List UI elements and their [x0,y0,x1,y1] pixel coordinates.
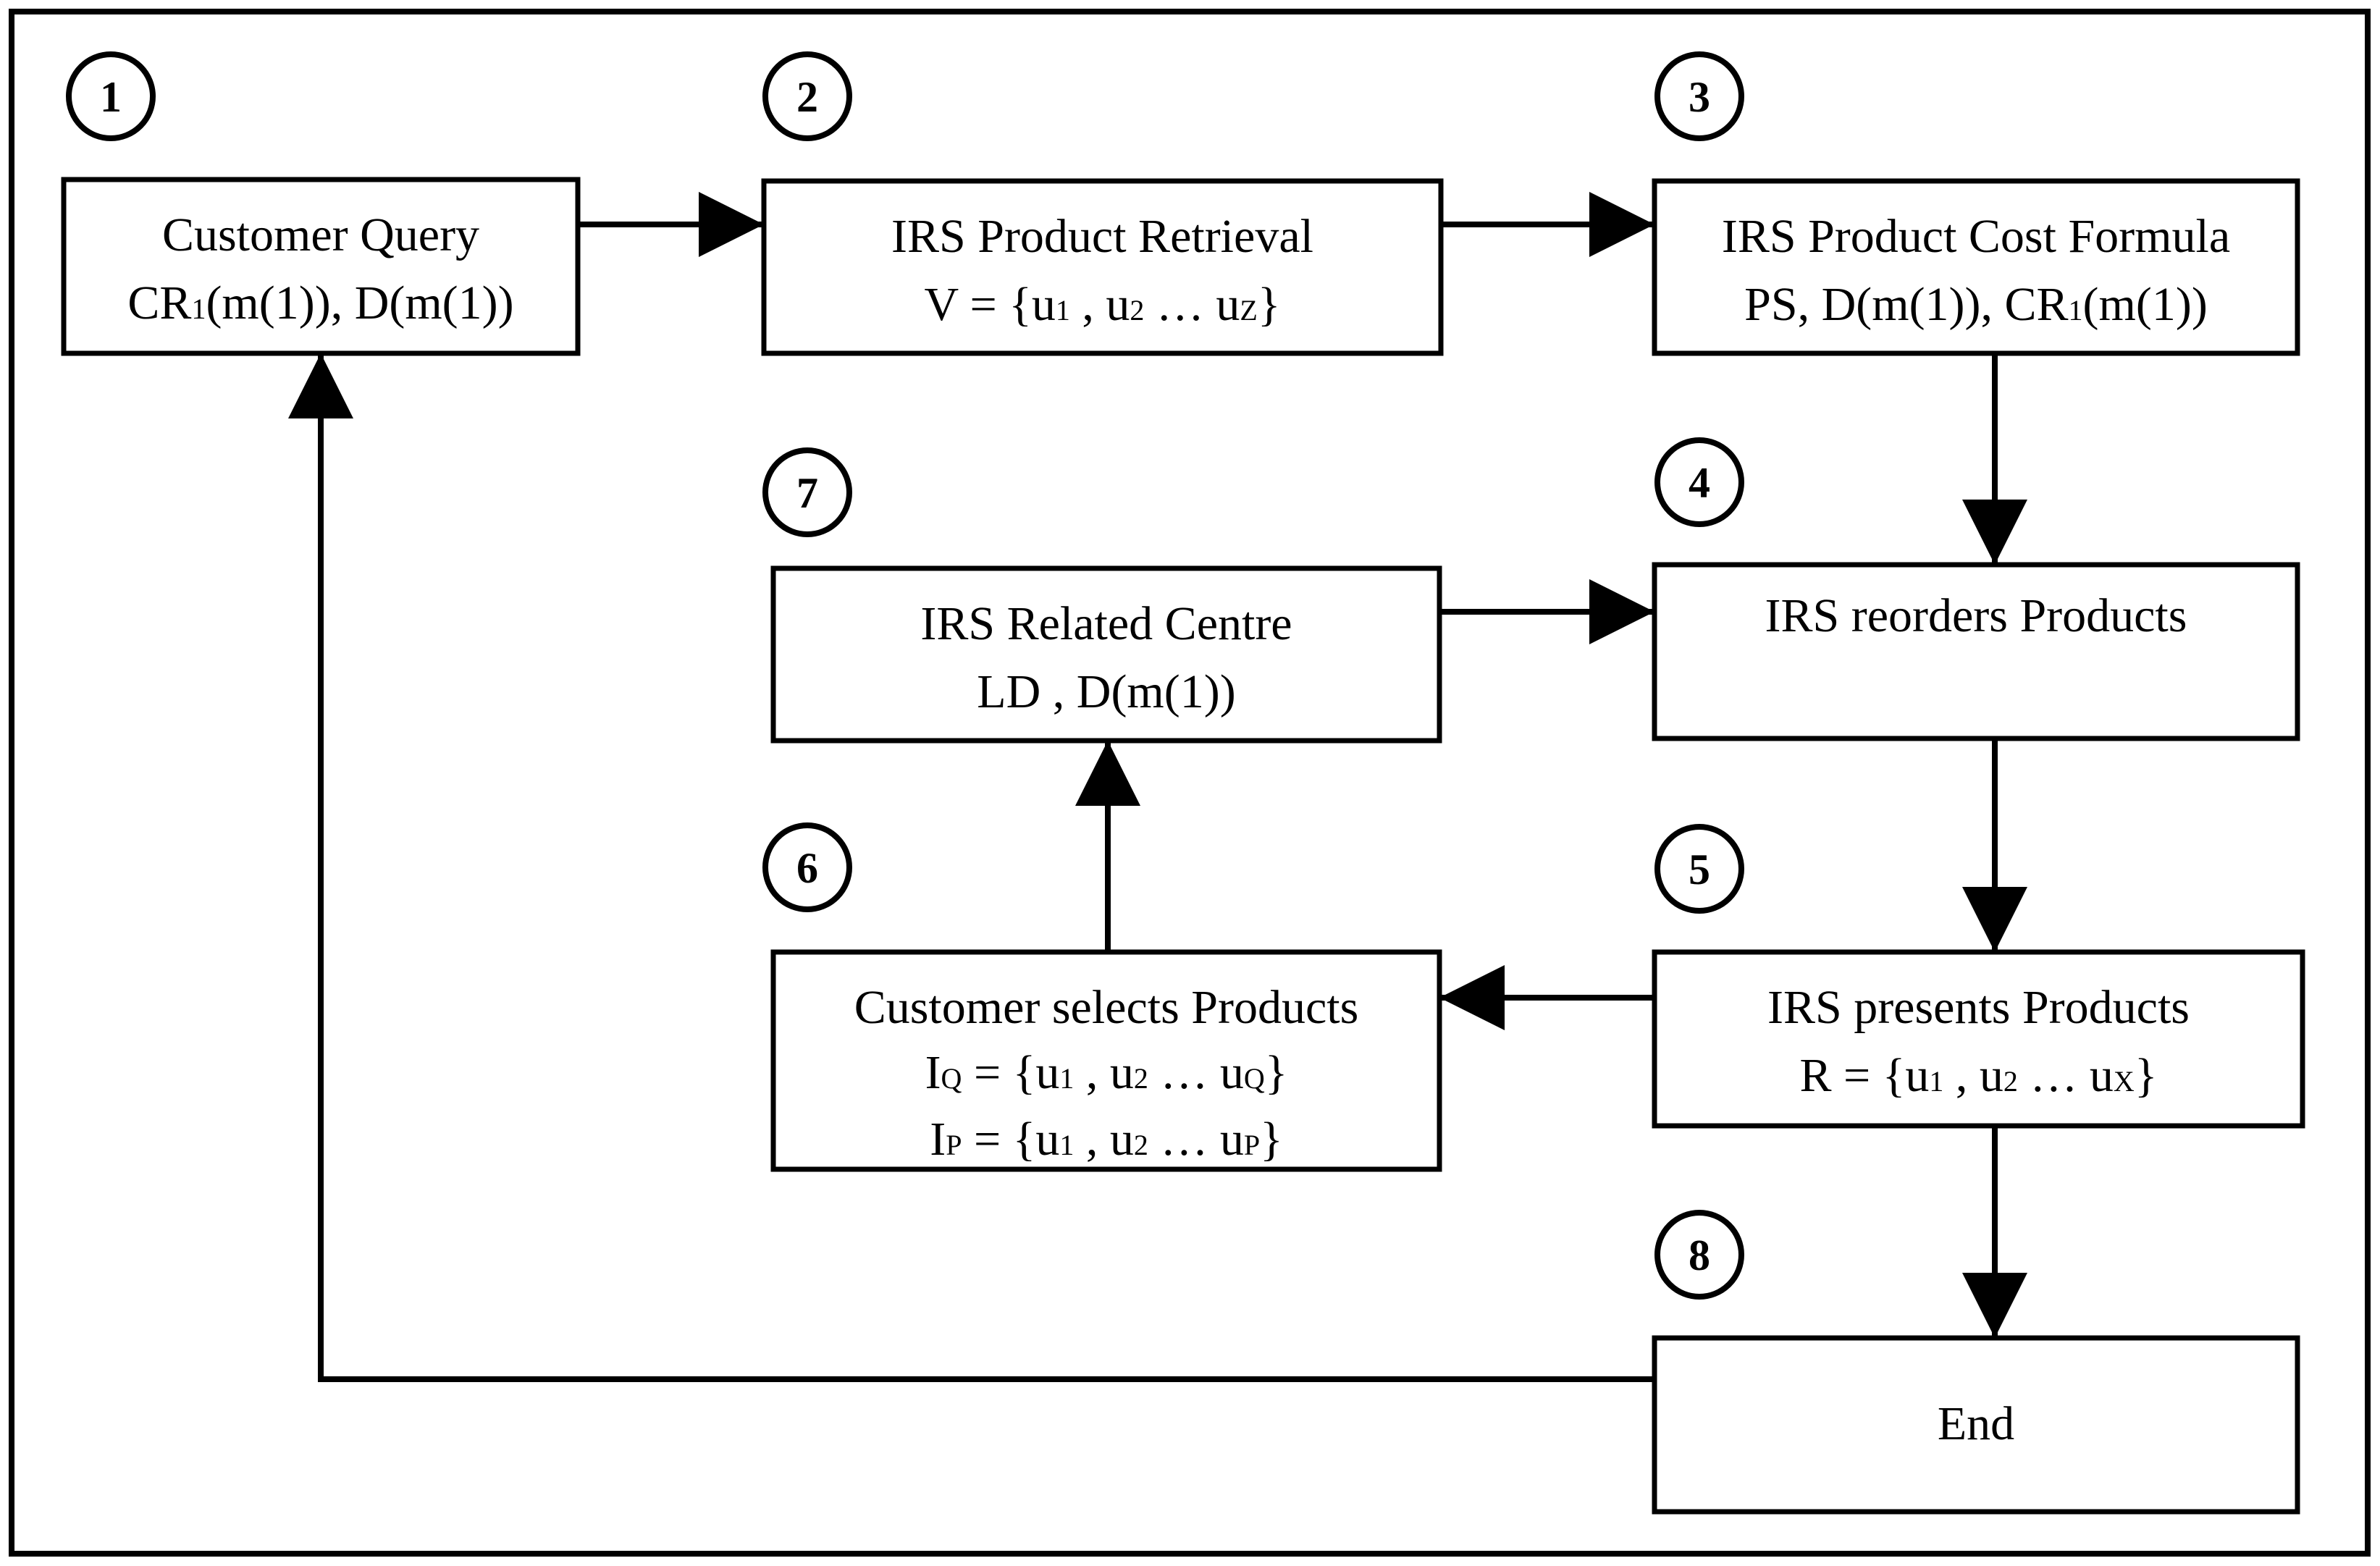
step-6-number: 6 [762,822,852,912]
step-6-line-1: Customer selects Products [854,981,1359,1034]
step-2-number: 2 [762,51,852,141]
number-label: 8 [1689,1232,1710,1279]
step-7-line-2: LD , D(m(1)) [977,665,1235,718]
number-label: 3 [1689,73,1710,121]
step-8-line-1: End [1938,1397,2014,1450]
step-2-line-1: IRS Product Retrieval [891,210,1313,263]
number-circle [762,822,852,912]
number-circle [1654,437,1744,527]
step-6-line-3: IP = {u1 , u2 … uP} [930,1113,1283,1166]
step-5-line-1: IRS presents Products [1767,981,2190,1034]
step-8-box: End [1652,1335,2300,1515]
step-7-number: 7 [762,447,852,537]
box-outline [1652,1335,2300,1515]
number-circle [1654,1210,1744,1300]
number-circle [762,51,852,141]
connectors [288,192,2027,1382]
step-1-number: 1 [66,51,156,141]
step-7-box: IRS Related Centre LD , D(m(1)) [770,565,1442,744]
number-label: 4 [1689,459,1710,507]
step-7-line-1: IRS Related Centre [920,597,1292,650]
step-1-line-1: Customer Query [162,209,479,261]
diagram-frame [9,9,2371,1557]
box-outline [770,565,1442,744]
step-2-line-2: V = {u1 , u2 … uZ} [925,278,1281,331]
number-circle [66,51,156,141]
step-3-line-2: PS, D(m(1)), CR1(m(1)) [1744,278,2208,331]
box-outline [61,177,581,356]
step-5-line-2: R = {u1 , u2 … uX} [1800,1049,2158,1102]
step-5-box: IRS presents Products R = {u1 , u2 … uX} [1652,949,2305,1129]
step-3-line-1: IRS Product Cost Formula [1722,210,2230,263]
step-5-number: 5 [1654,824,1744,914]
step-8-number: 8 [1654,1210,1744,1300]
step-6-box: Customer selects Products IQ = {u1 , u2 …… [770,949,1442,1172]
step-4-line-1: IRS reorders Products [1765,589,2187,642]
box-outline [770,949,1442,1172]
box-outline [1652,949,2305,1129]
step-4-box: IRS reorders Products [1652,562,2300,741]
box-outline [761,178,1444,356]
number-label: 6 [796,844,818,892]
number-circle [762,447,852,537]
step-4-number: 4 [1654,437,1744,527]
number-label: 5 [1689,846,1710,893]
step-6-line-2: IQ = {u1 , u2 … uQ} [925,1046,1288,1099]
arrow-8-to-1 [288,353,1654,1382]
number-label: 7 [796,469,818,517]
step-1-line-2: CR1(m(1)), D(m(1)) [127,277,513,329]
box-outline [1652,178,2300,356]
number-label: 1 [100,73,122,121]
step-3-number: 3 [1654,51,1744,141]
box-outline [1652,562,2300,741]
number-circle [1654,51,1744,141]
step-2-box: IRS Product Retrieval V = {u1 , u2 … uZ} [761,178,1444,356]
step-numbers: 1 2 3 4 5 6 7 8 [66,51,1744,1300]
number-circle [1654,824,1744,914]
number-label: 2 [796,73,818,121]
